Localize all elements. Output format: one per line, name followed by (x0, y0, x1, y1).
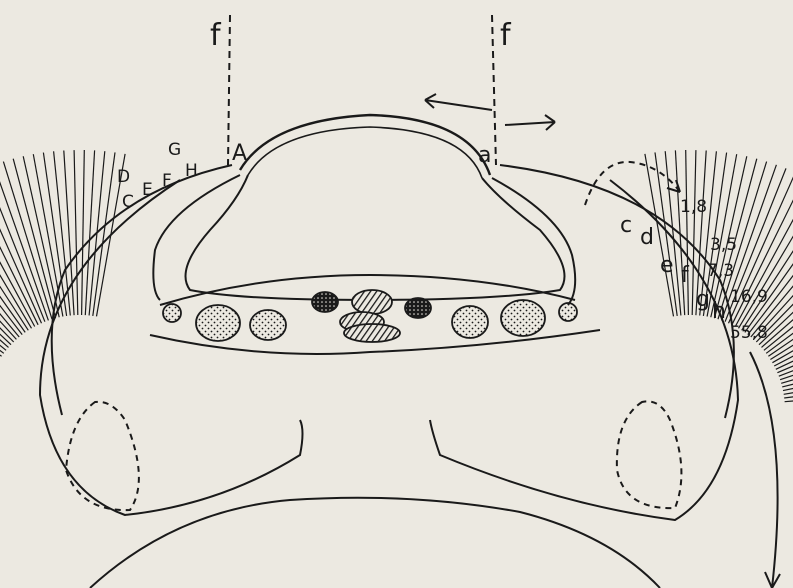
fiber-stroke (739, 187, 793, 329)
label-E: E (142, 180, 153, 200)
cell-crosshatched (312, 292, 338, 312)
label-C: C (122, 192, 134, 212)
fiber-band-left-outer (52, 165, 232, 415)
label-f-small: f (681, 263, 690, 288)
cell-small (559, 303, 577, 321)
label-G: G (168, 140, 181, 160)
label-F: F (162, 171, 172, 191)
outer-body-outline (40, 180, 303, 515)
label-f-left: f (210, 18, 222, 53)
label-f-right: f (500, 18, 512, 53)
arrow-right (505, 115, 555, 130)
fiber-stroke (54, 151, 71, 315)
arrow-left (425, 94, 492, 110)
label-a: a (478, 143, 491, 168)
dashed-loop-left (66, 402, 139, 510)
label-h: h (712, 299, 726, 324)
label-D: D (117, 167, 130, 187)
value-16-9: 16,9 (730, 287, 768, 307)
fiber-stroke (89, 151, 105, 315)
fiber-stroke (686, 150, 689, 315)
dome-inner (248, 127, 482, 178)
cell-stippled (250, 310, 286, 340)
fiber-stroke (675, 150, 684, 315)
cell-stippled (501, 300, 545, 336)
long-arrow-down (750, 352, 778, 588)
cell-stippled (452, 306, 488, 338)
cell-crosshatched (405, 298, 431, 318)
cell-stippled (196, 305, 240, 341)
lower-arc (90, 498, 660, 588)
value-1-8: 1,8 (680, 197, 707, 217)
label-H: H (185, 161, 198, 181)
fiber-stroke (3, 162, 52, 320)
value-3-5: 3,5 (710, 235, 737, 255)
cell-hatched (352, 290, 392, 314)
fiber-stroke (74, 150, 78, 315)
value-7-3: 7,3 (707, 261, 734, 281)
outer-body-outline-right (430, 180, 738, 520)
fiber-stroke (655, 152, 677, 316)
label-A: A (232, 141, 247, 166)
label-d: d (640, 225, 654, 250)
fiber-stroke (82, 150, 85, 315)
label-e: e (660, 253, 674, 278)
cell-row (163, 290, 577, 342)
dashed-loop-right (617, 401, 682, 508)
dashed-line-right (492, 15, 496, 165)
fiber-band-left-inner (153, 175, 240, 300)
label-c: c (620, 213, 632, 238)
inner-cavity (186, 175, 565, 300)
dashed-line-left (228, 15, 230, 165)
label-g: g (696, 287, 710, 312)
cell-small (163, 304, 181, 322)
fiber-stroke (748, 204, 793, 335)
value-55-8: 55,8 (730, 323, 768, 343)
cell-hatched (344, 324, 400, 342)
fiber-stroke (43, 153, 66, 316)
fiber-stroke (85, 150, 94, 315)
